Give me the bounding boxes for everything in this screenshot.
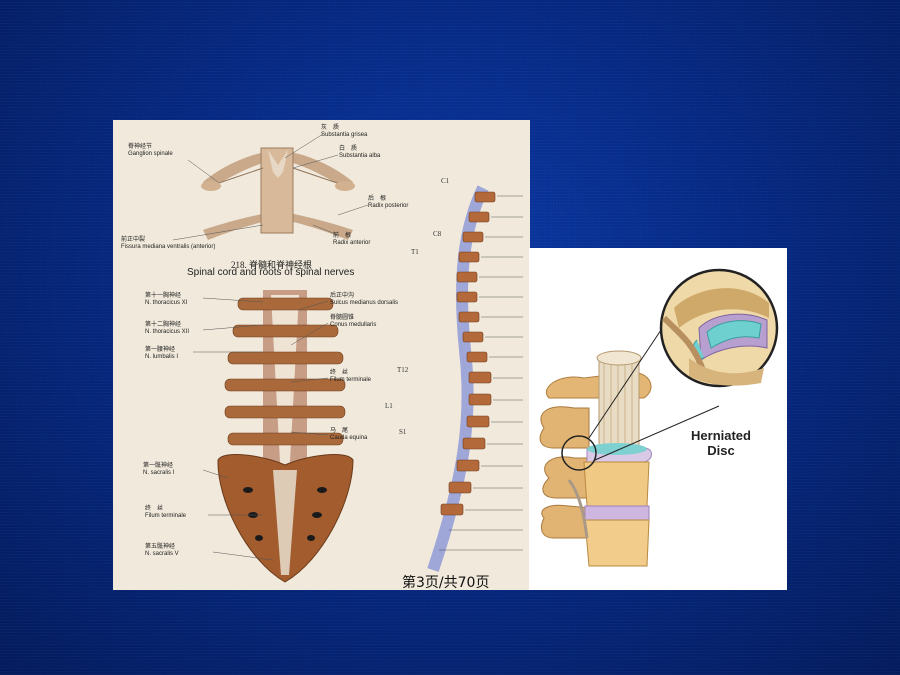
vertebra-label-l1: L1 bbox=[385, 402, 393, 410]
vertebra-label-s1: S1 bbox=[399, 428, 407, 436]
cord-cross-section bbox=[201, 147, 355, 240]
vertebra-label-c8: C8 bbox=[433, 230, 442, 238]
leader-lines bbox=[172, 133, 369, 561]
vertebra-label-t12: T12 bbox=[397, 366, 409, 374]
page-indicator: 第3页/共70页 bbox=[402, 575, 490, 591]
zoom-inset bbox=[659, 268, 779, 388]
dorsal-spine-view bbox=[217, 290, 354, 583]
herniated-disc-panel: Herniated Disc bbox=[529, 248, 787, 590]
spinal-cord-illustration bbox=[172, 133, 523, 583]
figure-title-en: Spinal cord and roots of spinal nerves bbox=[187, 267, 355, 278]
herniated-disc-illustration bbox=[539, 268, 779, 567]
figure-title-cn: 218. 脊髓和脊神经根 bbox=[231, 260, 313, 270]
vertebra-label-t1: T1 bbox=[411, 248, 419, 256]
vertebra-stack bbox=[539, 350, 652, 567]
herniated-disc-label: Herniated Disc bbox=[691, 428, 751, 458]
lateral-spine-view bbox=[427, 185, 523, 572]
vertebra-label-c1: C1 bbox=[441, 177, 450, 185]
